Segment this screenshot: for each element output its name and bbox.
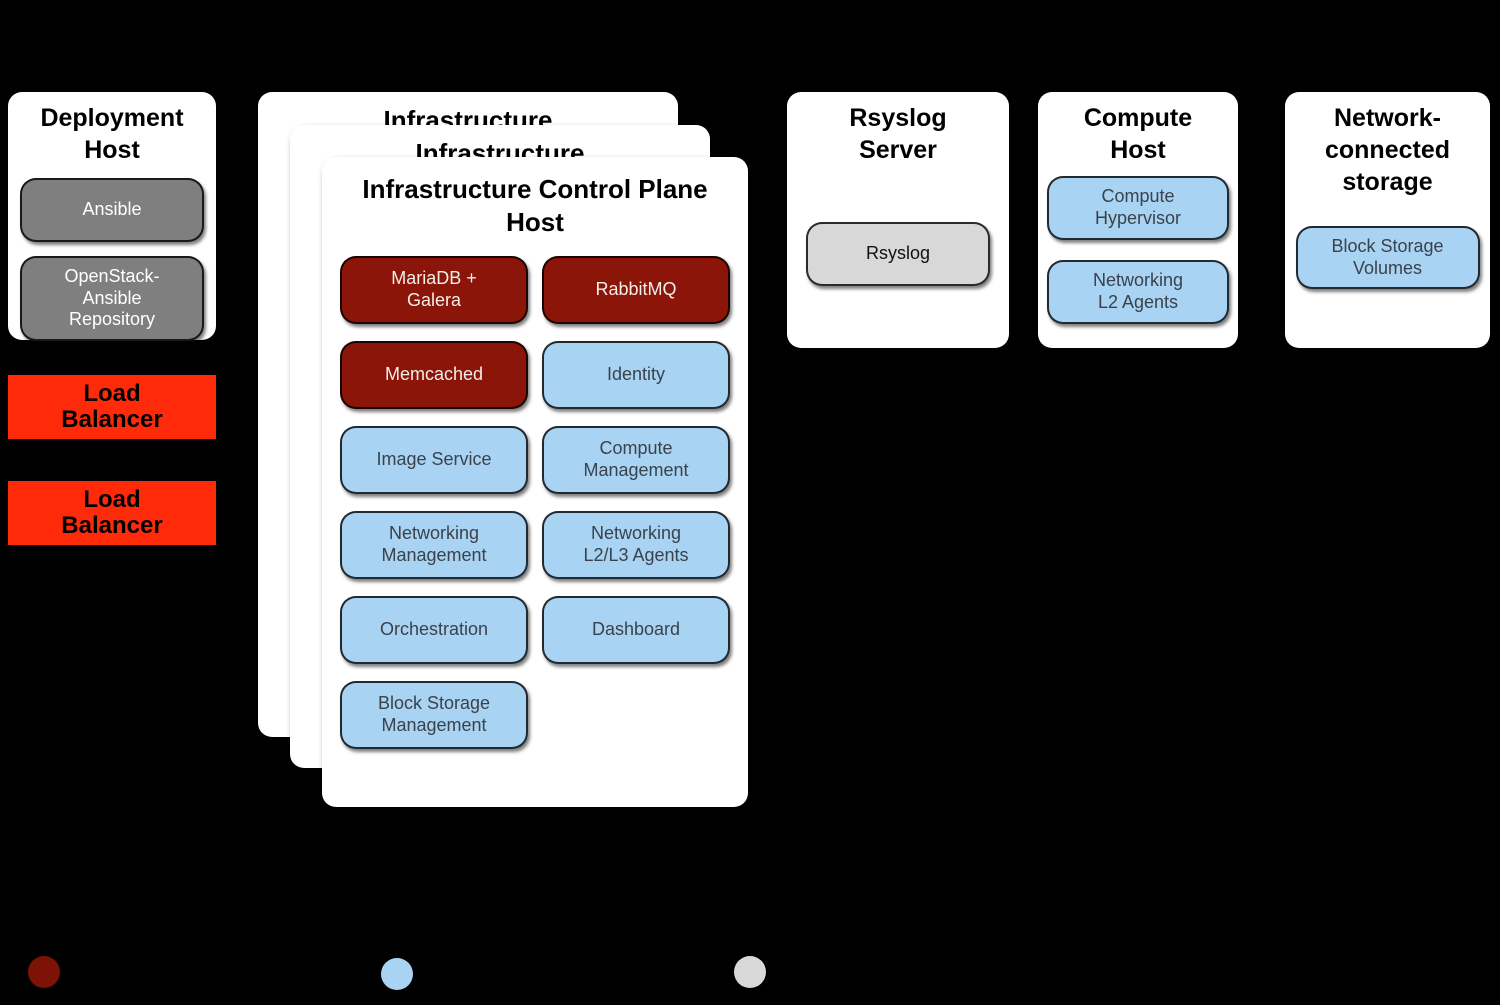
networking-l2-agents-node: Networking L2 Agents [1047, 260, 1229, 324]
infrastructure-services-right-column: RabbitMQ Identity Compute Management Net… [542, 256, 730, 749]
mariadb-galera-node: MariaDB + Galera [340, 256, 528, 324]
memcached-node: Memcached [340, 341, 528, 409]
networking-l2-l3-agents-node: Networking L2/L3 Agents [542, 511, 730, 579]
rabbitmq-node: RabbitMQ [542, 256, 730, 324]
infrastructure-services-grid: MariaDB + Galera Memcached Image Service… [322, 256, 748, 749]
legend-dot-light-blue [381, 958, 413, 990]
load-balancer-box-1: Load Balancer [8, 375, 216, 439]
compute-hypervisor-node: Compute Hypervisor [1047, 176, 1229, 240]
deployment-host-card: Deployment Host Ansible OpenStack-Ansibl… [8, 92, 216, 341]
legend-dot-dark-red [28, 956, 60, 988]
image-service-node: Image Service [340, 426, 528, 494]
block-storage-management-node: Block Storage Management [340, 681, 528, 749]
orchestration-node: Orchestration [340, 596, 528, 664]
dashboard-node: Dashboard [542, 596, 730, 664]
networking-management-node: Networking Management [340, 511, 528, 579]
network-connected-storage-title: Network-connected storage [1324, 104, 1451, 196]
openstack-ansible-repository-node: OpenStack-Ansible Repository [20, 256, 204, 341]
ansible-node: Ansible [20, 178, 204, 242]
load-balancer-box-2: Load Balancer [8, 481, 216, 545]
rsyslog-server-title: Rsyslog Server [849, 104, 947, 164]
network-connected-storage-card: Network-connected storage Block Storage … [1285, 92, 1490, 348]
infrastructure-control-plane-host-card: Infrastructure Control Plane Host MariaD… [322, 157, 748, 807]
compute-host-card: Compute Host Compute Hypervisor Networki… [1038, 92, 1238, 348]
compute-management-node: Compute Management [542, 426, 730, 494]
block-storage-volumes-node: Block Storage Volumes [1295, 226, 1480, 290]
infrastructure-services-left-column: MariaDB + Galera Memcached Image Service… [340, 256, 528, 749]
legend-dot-light-gray [734, 956, 766, 988]
rsyslog-server-card: Rsyslog Server Rsyslog [787, 92, 1009, 348]
compute-host-title: Compute Host [1083, 104, 1193, 164]
deployment-host-title: Deployment Host [40, 104, 184, 164]
infrastructure-control-plane-host-title: Infrastructure Control Plane Host [362, 174, 708, 237]
identity-node: Identity [542, 341, 730, 409]
rsyslog-node: Rsyslog [806, 222, 990, 286]
